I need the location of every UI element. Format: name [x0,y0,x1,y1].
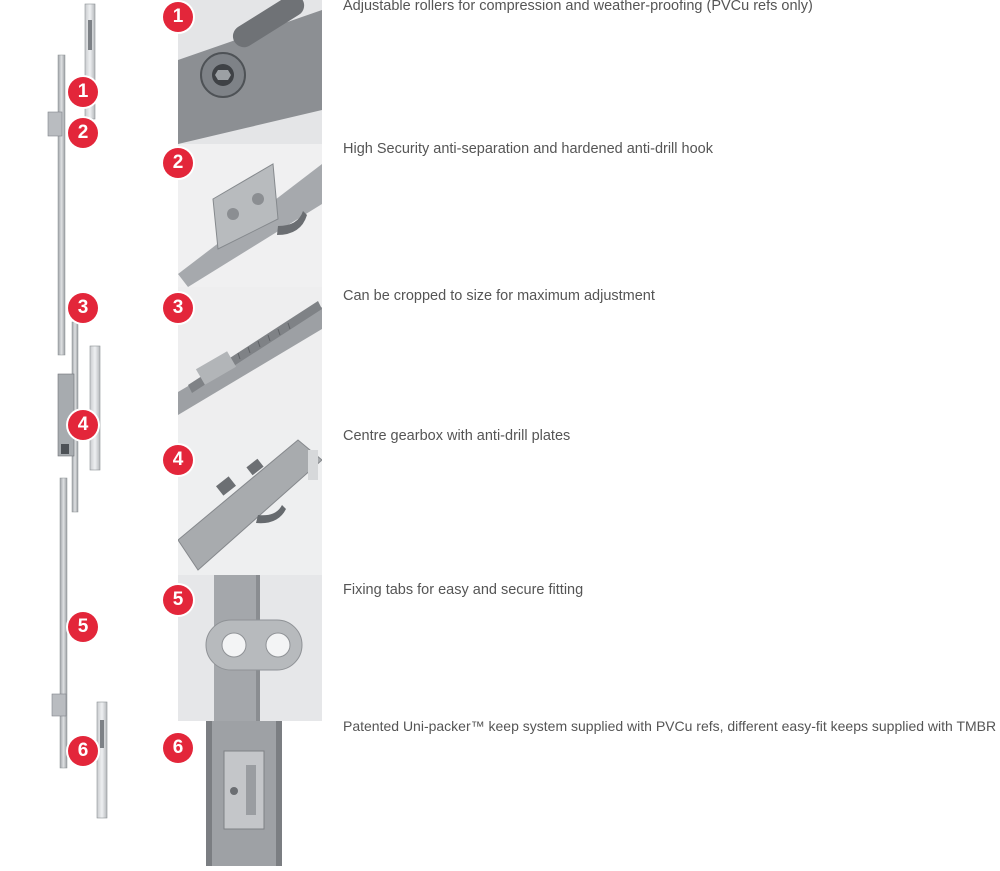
detail-badge-6: 6 [163,733,193,763]
detail-badge-1: 1 [163,2,193,32]
feature-caption-5: Fixing tabs for easy and secure fitting [343,582,584,598]
detail-badge-2: 2 [163,148,193,178]
feature-caption-1: Adjustable rollers for compression and w… [343,0,813,14]
rack-detail-image [178,287,322,430]
overview-badge-1: 1 [68,77,98,107]
detail-badge-4: 4 [163,445,193,475]
hook-detail-image [178,144,322,287]
overview-badge-6: 6 [68,736,98,766]
overview-badge-2: 2 [68,118,98,148]
feature-caption-6: Patented Uni-packer™ keep system supplie… [343,718,1000,734]
keep-detail-image [206,721,282,866]
detail-badge-5: 5 [163,585,193,615]
overview-badge-5: 5 [68,612,98,642]
feature-caption-2: High Security anti-separation and harden… [343,141,713,157]
feature-caption-4: Centre gearbox with anti-drill plates [343,428,571,444]
gearbox-detail-image [178,430,322,575]
feature-caption-3: Can be cropped to size for maximum adjus… [343,288,655,304]
overview-badge-3: 3 [68,293,98,323]
overview-badge-4: 4 [68,410,98,440]
detail-badge-3: 3 [163,293,193,323]
fixing-tab-detail-image [178,575,322,721]
roller-detail-image [178,0,322,144]
